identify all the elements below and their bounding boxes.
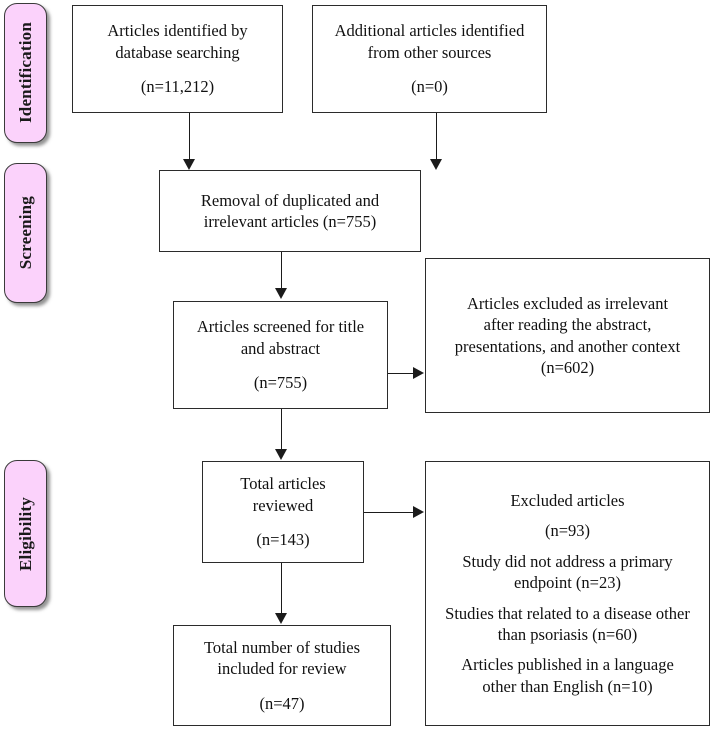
- node-line: Removal of duplicated and: [200, 190, 380, 210]
- stage-label-eligibility-text: Eligibility: [16, 496, 35, 571]
- arrowhead-merge-to-screened: [275, 288, 287, 299]
- node-line: included for review: [217, 659, 347, 679]
- arrowhead-database-to-merge: [183, 159, 195, 170]
- stage-label-identification: Identification: [4, 3, 47, 143]
- node-line: irrelevant articles (n=755): [203, 212, 377, 231]
- node-count: (n=47): [259, 693, 305, 713]
- node-reason-line: Articles published in a language: [461, 655, 674, 675]
- node-excluded-screening: Articles excluded as irrelevant after re…: [425, 258, 710, 413]
- node-line: Additional articles identified: [334, 21, 525, 41]
- connector-reviewed-to-included: [281, 563, 282, 615]
- node-reason-line: Study did not address a primary: [462, 551, 673, 571]
- node-count: (n=0): [411, 77, 448, 97]
- node-count: (n=143): [256, 530, 310, 550]
- node-total-articles-reviewed: Total articles reviewed (n=143): [202, 461, 364, 563]
- connector-database-to-merge: [189, 113, 190, 161]
- node-line: Articles excluded as irrelevant: [466, 293, 669, 313]
- connector-screened-to-reviewed: [281, 409, 282, 451]
- node-count: (n=11,212): [140, 77, 215, 97]
- connector-other-sources-to-merge: [436, 113, 437, 161]
- node-line: and abstract: [240, 338, 321, 358]
- node-articles-identified-database: Articles identified by database searchin…: [72, 5, 283, 113]
- node-line: reviewed: [252, 495, 314, 515]
- arrowhead-reviewed-to-excluded: [413, 506, 424, 518]
- node-line: Total number of studies: [203, 637, 361, 657]
- stage-label-identification-text: Identification: [16, 22, 35, 124]
- connector-merge-to-screened: [281, 252, 282, 290]
- stage-label-screening: Screening: [4, 163, 47, 303]
- node-excluded-eligibility: Excluded articles (n=93) Study did not a…: [425, 461, 710, 726]
- node-reason-line: than psoriasis (n=60): [497, 624, 638, 644]
- node-line: presentations, and another context: [454, 336, 681, 356]
- arrowhead-reviewed-to-included: [275, 613, 287, 624]
- arrowhead-screened-to-excluded: [413, 367, 424, 379]
- arrowhead-screened-to-reviewed: [275, 449, 287, 460]
- node-total-included: Total number of studies included for rev…: [173, 625, 391, 726]
- connector-reviewed-to-excluded: [364, 512, 415, 513]
- node-count: (n=93): [544, 521, 591, 541]
- node-line: Total articles: [240, 474, 326, 494]
- node-articles-screened: Articles screened for title and abstract…: [173, 301, 388, 409]
- node-reason-line: Studies that related to a disease other: [445, 603, 690, 623]
- node-heading: Excluded articles: [510, 490, 625, 510]
- node-additional-articles-other-sources: Additional articles identified from othe…: [312, 5, 547, 113]
- node-count: (n=602): [540, 357, 595, 377]
- arrowhead-other-sources-to-merge: [430, 159, 442, 170]
- node-line: Articles screened for title: [196, 317, 365, 337]
- node-line: from other sources: [367, 42, 492, 62]
- node-reason-line: endpoint (n=23): [514, 573, 621, 593]
- connector-screened-to-excluded: [388, 373, 415, 374]
- stage-label-screening-text: Screening: [16, 196, 35, 270]
- stage-label-eligibility: Eligibility: [4, 460, 47, 607]
- node-line: Articles identified by: [107, 21, 248, 41]
- node-line: database searching: [115, 42, 240, 62]
- node-count: (n=755): [253, 373, 308, 393]
- node-line: after reading the abstract,: [483, 315, 652, 335]
- node-duplicates-removed: Removal of duplicated and irrelevant art…: [159, 170, 421, 252]
- node-reason-line: other than English (n=10): [482, 676, 653, 696]
